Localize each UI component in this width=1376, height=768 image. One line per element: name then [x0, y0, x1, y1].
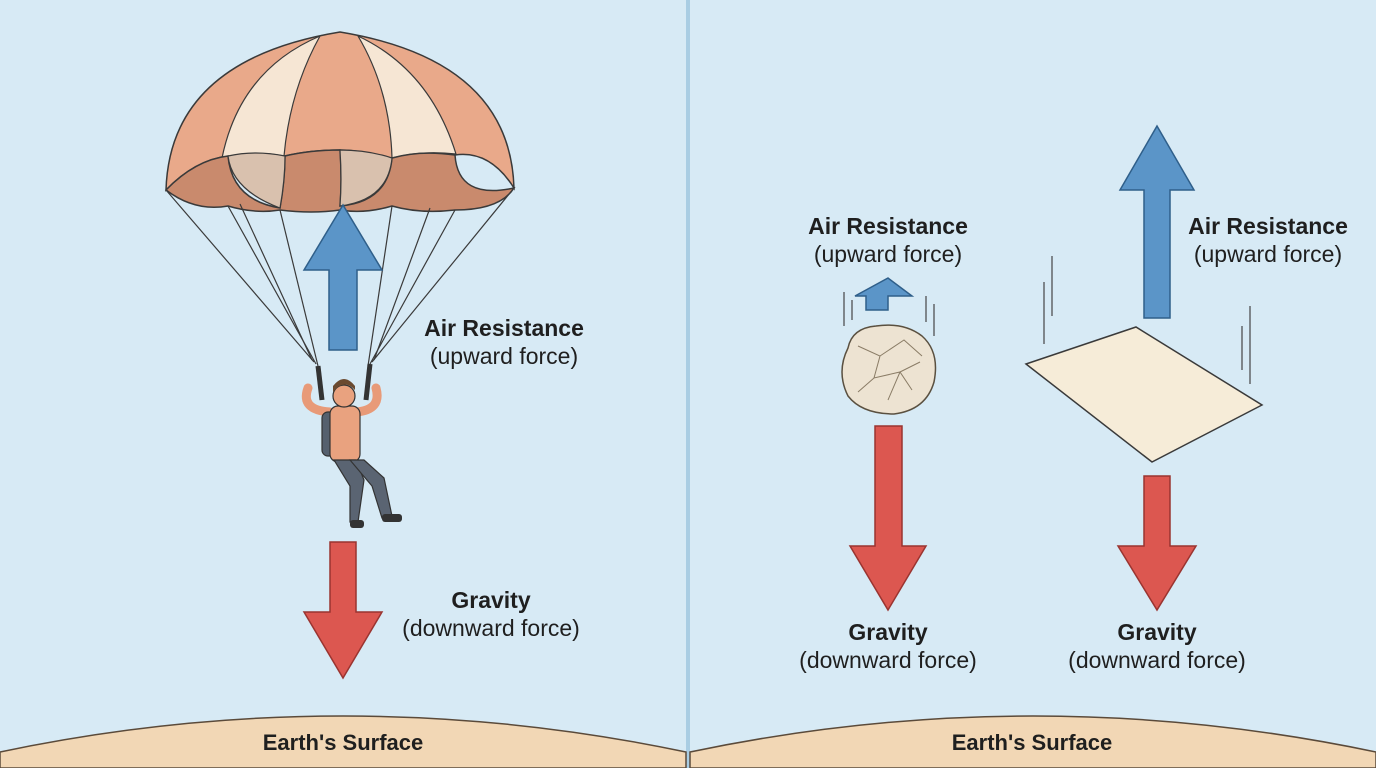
label-title: Air Resistance: [424, 315, 584, 341]
label-subtitle: (downward force): [1068, 647, 1246, 673]
torso: [329, 405, 361, 463]
sheet-gravity-arrow: [1116, 475, 1198, 612]
parachutist: [301, 363, 402, 528]
earth-surface-left: [0, 715, 687, 768]
left-arm: [301, 383, 335, 417]
label-title: Gravity: [451, 587, 531, 613]
label-subtitle: (upward force): [1193, 241, 1343, 267]
earth-surface-right: [689, 715, 1376, 768]
label-title: Gravity: [848, 619, 928, 645]
ball-motion-lines: [843, 292, 935, 336]
left-surface-label: Earth's Surface: [262, 730, 424, 755]
parachute-air-resistance-label: Air Resistance (upward force): [410, 314, 598, 370]
sheet-gravity-label: Gravity (downward force): [1047, 618, 1267, 674]
parachute-air-resistance-arrow: [302, 203, 384, 351]
head: [332, 384, 356, 408]
label-title: Air Resistance: [1188, 213, 1348, 239]
canopy-rim-light: [227, 152, 286, 209]
flat-paper-sheet: [1024, 326, 1264, 463]
right-shoe: [382, 514, 402, 522]
ball-gravity-label: Gravity (downward force): [778, 618, 998, 674]
label-subtitle: (upward force): [813, 241, 963, 267]
sheet-air-resistance-label: Air Resistance (upward force): [1168, 212, 1368, 268]
sheet-air-resistance-arrow: [1118, 124, 1196, 319]
label-title: Gravity: [1117, 619, 1197, 645]
parachute-gravity-arrow: [302, 541, 384, 680]
parachute: [164, 31, 516, 367]
parachute-gravity-label: Gravity (downward force): [386, 586, 596, 642]
label-subtitle: (downward force): [402, 615, 580, 641]
left-riser: [315, 365, 325, 401]
ball-air-resistance-arrow: [854, 277, 915, 311]
left-shoe: [350, 520, 364, 528]
right-riser: [363, 363, 373, 401]
crumpled-paper-ball: [841, 324, 937, 415]
label-title: Air Resistance: [808, 213, 968, 239]
canopy-rim-light: [339, 149, 393, 207]
label-subtitle: (upward force): [429, 343, 579, 369]
right-surface-label: Earth's Surface: [951, 730, 1113, 755]
hair: [333, 379, 355, 392]
suspension-lines: [165, 187, 515, 367]
ball-air-resistance-label: Air Resistance (upward force): [788, 212, 988, 268]
label-subtitle: (downward force): [799, 647, 977, 673]
sheet-motion-lines: [1043, 256, 1251, 384]
ball-gravity-arrow: [848, 425, 928, 612]
